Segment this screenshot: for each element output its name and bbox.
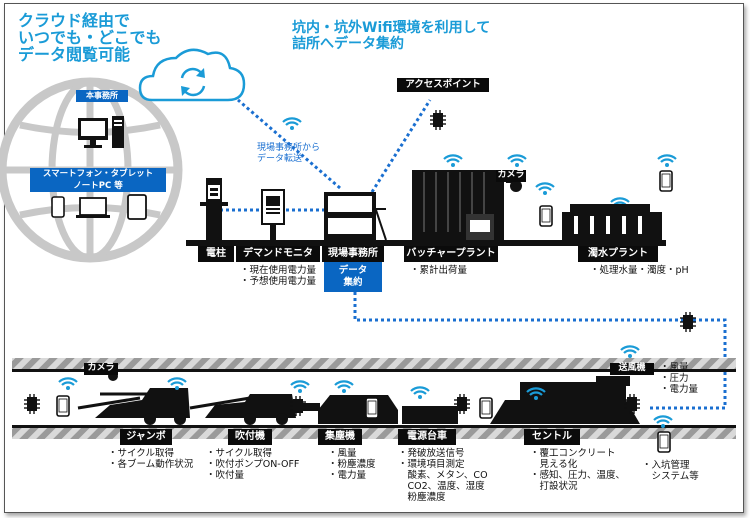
devices-label-line: スマートフォン・タブレット (42, 169, 154, 179)
transfer-note-line: データ転送 (257, 154, 303, 164)
note-line: ・覆工コンクリート (530, 448, 616, 459)
fan-label: 送風機 (610, 363, 654, 375)
note-line: 粉塵濃度 (398, 492, 446, 503)
note-line: ・サイクル取得 (108, 448, 175, 459)
note-line: ・入坑管理 (642, 460, 690, 471)
notes-jumbo: ・サイクル取得 ・各ブーム動作状況 (108, 448, 193, 470)
note-line: システム等 (642, 471, 699, 482)
label-pole: 電柱 (198, 246, 234, 262)
transfer-note-line: 現場事務所から (257, 143, 321, 153)
wifi-icon (281, 117, 303, 132)
label-power-cart: 電源台車 (398, 429, 456, 445)
note-line: ・吹付ポンプON-OFF (206, 459, 300, 470)
wifi-icon (534, 182, 556, 197)
cloud-title-line: いつでも・どこでも (18, 28, 162, 47)
note-line: ・感知、圧力、温度、 (530, 470, 626, 481)
wifi-heading-line: 詰所へデータ集約 (292, 36, 404, 52)
transfer-note: 現場事務所から データ転送 (257, 143, 320, 165)
notes-dust: ・風量 ・粉塵濃度 ・電力量 (328, 448, 376, 481)
note-line: ・環境項目測定 (398, 459, 465, 470)
notes-demand: ・現在使用電力量 ・予想使用電力量 (240, 265, 316, 287)
data-box-line: 集約 (343, 277, 363, 288)
note-line: CO2、温度、湿度 (398, 481, 485, 492)
cloud-title-line: データ閲覧可能 (18, 45, 131, 64)
label-demand-monitor: デマンドモニタ (236, 246, 320, 262)
wifi-icon (442, 154, 464, 169)
notes-central: ・覆工コンクリート 見える化 ・感知、圧力、温度、 打設状況 (530, 448, 625, 492)
data-aggregation-box: データ 集約 (324, 262, 382, 292)
note-line: 酸素、メタン、CO (398, 470, 488, 481)
label-spray-machine: 吹付機 (228, 429, 272, 445)
note-line: ・処理水量・濁度・pH (590, 265, 689, 276)
tunnel-camera-label: カメラ (84, 363, 118, 375)
wifi-heading-line: 坑内・坑外Wifi環境を利用して (292, 20, 491, 36)
cloud-title-line: クラウド経由で (18, 11, 131, 30)
notes-entry: ・入坑管理 システム等 (642, 460, 699, 482)
label-water-plant: 濁水プラント (578, 246, 658, 262)
notes-fan: ・風量 ・圧力 ・電力量 (660, 362, 698, 395)
cloud-icon (138, 48, 246, 102)
notes-spray: ・サイクル取得 ・吹付ポンプON-OFF ・吹付量 (206, 448, 299, 481)
note-line: ・吹付量 (206, 470, 245, 481)
note-line: 見える化 (530, 459, 578, 470)
wifi-icon (656, 154, 678, 169)
devices-label: スマートフォン・タブレット ノートPC 等 (30, 168, 166, 192)
note-line: ・粉塵濃度 (328, 459, 376, 470)
note-line: ・各ブーム動作状況 (108, 459, 194, 470)
honjimusho-label: 本事務所 (76, 90, 128, 102)
label-site-office: 現場事務所 (322, 246, 384, 262)
note-line: ・電力量 (328, 470, 367, 481)
note-line: ・風量 (328, 448, 357, 459)
cloud-title: クラウド経由で いつでも・どこでも データ閲覧可能 (18, 12, 162, 63)
note-line: ・累計出荷量 (410, 265, 468, 276)
devices-label-line: ノートPC 等 (73, 181, 123, 191)
notes-batcher: ・累計出荷量 (410, 265, 467, 276)
wifi-heading: 坑内・坑外Wifi環境を利用して 詰所へデータ集約 (292, 20, 490, 52)
label-batcher-plant: バッチャープラント (404, 246, 498, 262)
note-line: ・現在使用電力量 (240, 265, 317, 276)
label-jumbo: ジャンボ (120, 429, 172, 445)
note-line: ・電力量 (660, 384, 699, 395)
note-line: ・発破放送信号 (398, 448, 465, 459)
wifi-icon (506, 154, 528, 169)
notes-power-cart: ・発破放送信号 ・環境項目測定 酸素、メタン、CO CO2、温度、湿度 粉塵濃度 (398, 448, 488, 503)
label-dust-collector: 集塵機 (318, 429, 362, 445)
note-line: ・サイクル取得 (206, 448, 273, 459)
notes-water: ・処理水量・濁度・pH (590, 265, 689, 276)
note-line: ・予想使用電力量 (240, 276, 317, 287)
note-line: ・圧力 (660, 373, 689, 384)
label-central: セントル (524, 429, 580, 445)
note-line: 打設状況 (530, 481, 578, 492)
data-box-line: データ (338, 265, 368, 276)
surface-camera-label: カメラ (496, 170, 526, 182)
note-line: ・風量 (660, 362, 689, 373)
access-point-label: アクセスポイント (397, 78, 489, 92)
